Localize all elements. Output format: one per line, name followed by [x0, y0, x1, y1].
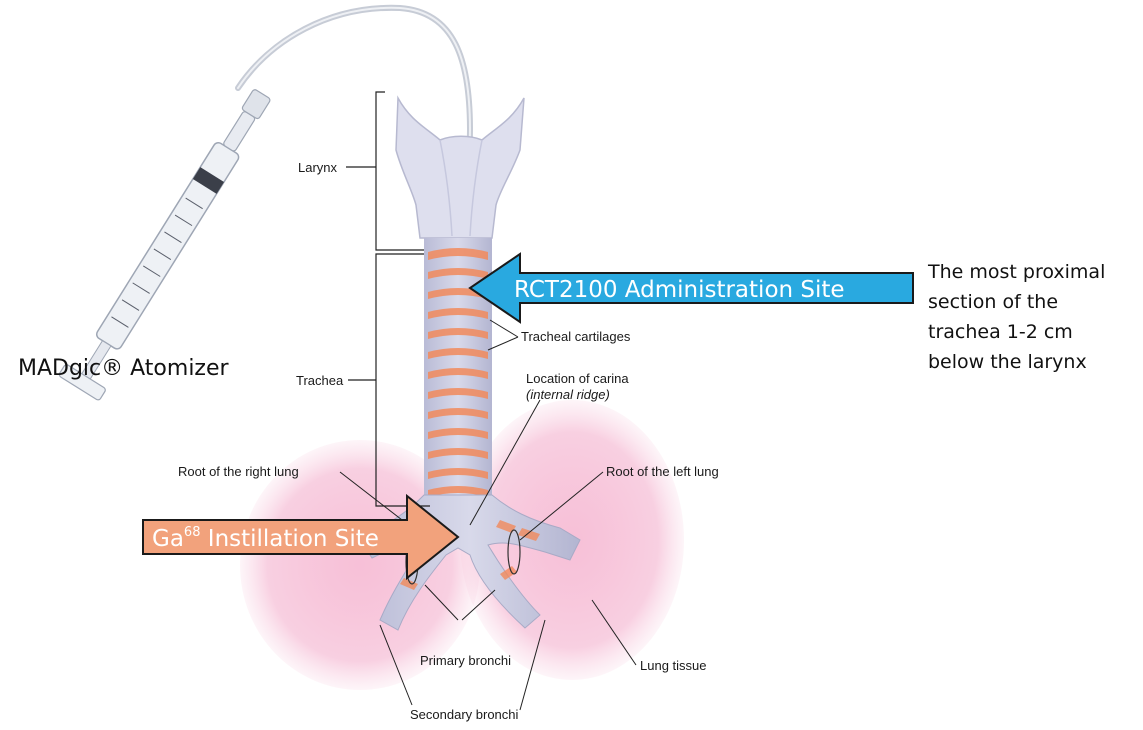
- note-line: section of the: [928, 287, 1105, 317]
- ga-suffix: Instillation Site: [200, 526, 378, 552]
- atomizer-label: MADgic® Atomizer: [18, 356, 229, 381]
- ga-site-label: Ga68 Instillation Site: [152, 526, 379, 551]
- carina-label: Location of carina: [526, 372, 629, 385]
- larynx-shape: [396, 98, 524, 238]
- tracheal-cartilages-label: Tracheal cartilages: [521, 330, 630, 343]
- right-lung-root-label: Root of the right lung: [178, 465, 299, 478]
- primary-bronchi-label: Primary bronchi: [420, 654, 511, 667]
- ga-element: Ga: [152, 526, 184, 552]
- ga-isotope: 68: [184, 525, 201, 540]
- larynx-label: Larynx: [298, 161, 337, 174]
- carina-sublabel: (internal ridge): [526, 388, 610, 401]
- secondary-bronchi-label: Secondary bronchi: [410, 708, 518, 721]
- rct-site-label: RCT2100 Administration Site: [514, 279, 845, 302]
- atomizer-syringe: [58, 8, 473, 401]
- lung-tissue-label: Lung tissue: [640, 659, 707, 672]
- left-lung-root-label: Root of the left lung: [606, 465, 719, 478]
- trachea-label: Trachea: [296, 374, 343, 387]
- site-description-note: The most proximal section of the trachea…: [928, 257, 1105, 377]
- note-line: The most proximal: [928, 257, 1105, 287]
- note-line: below the larynx: [928, 347, 1105, 377]
- note-line: trachea 1-2 cm: [928, 317, 1105, 347]
